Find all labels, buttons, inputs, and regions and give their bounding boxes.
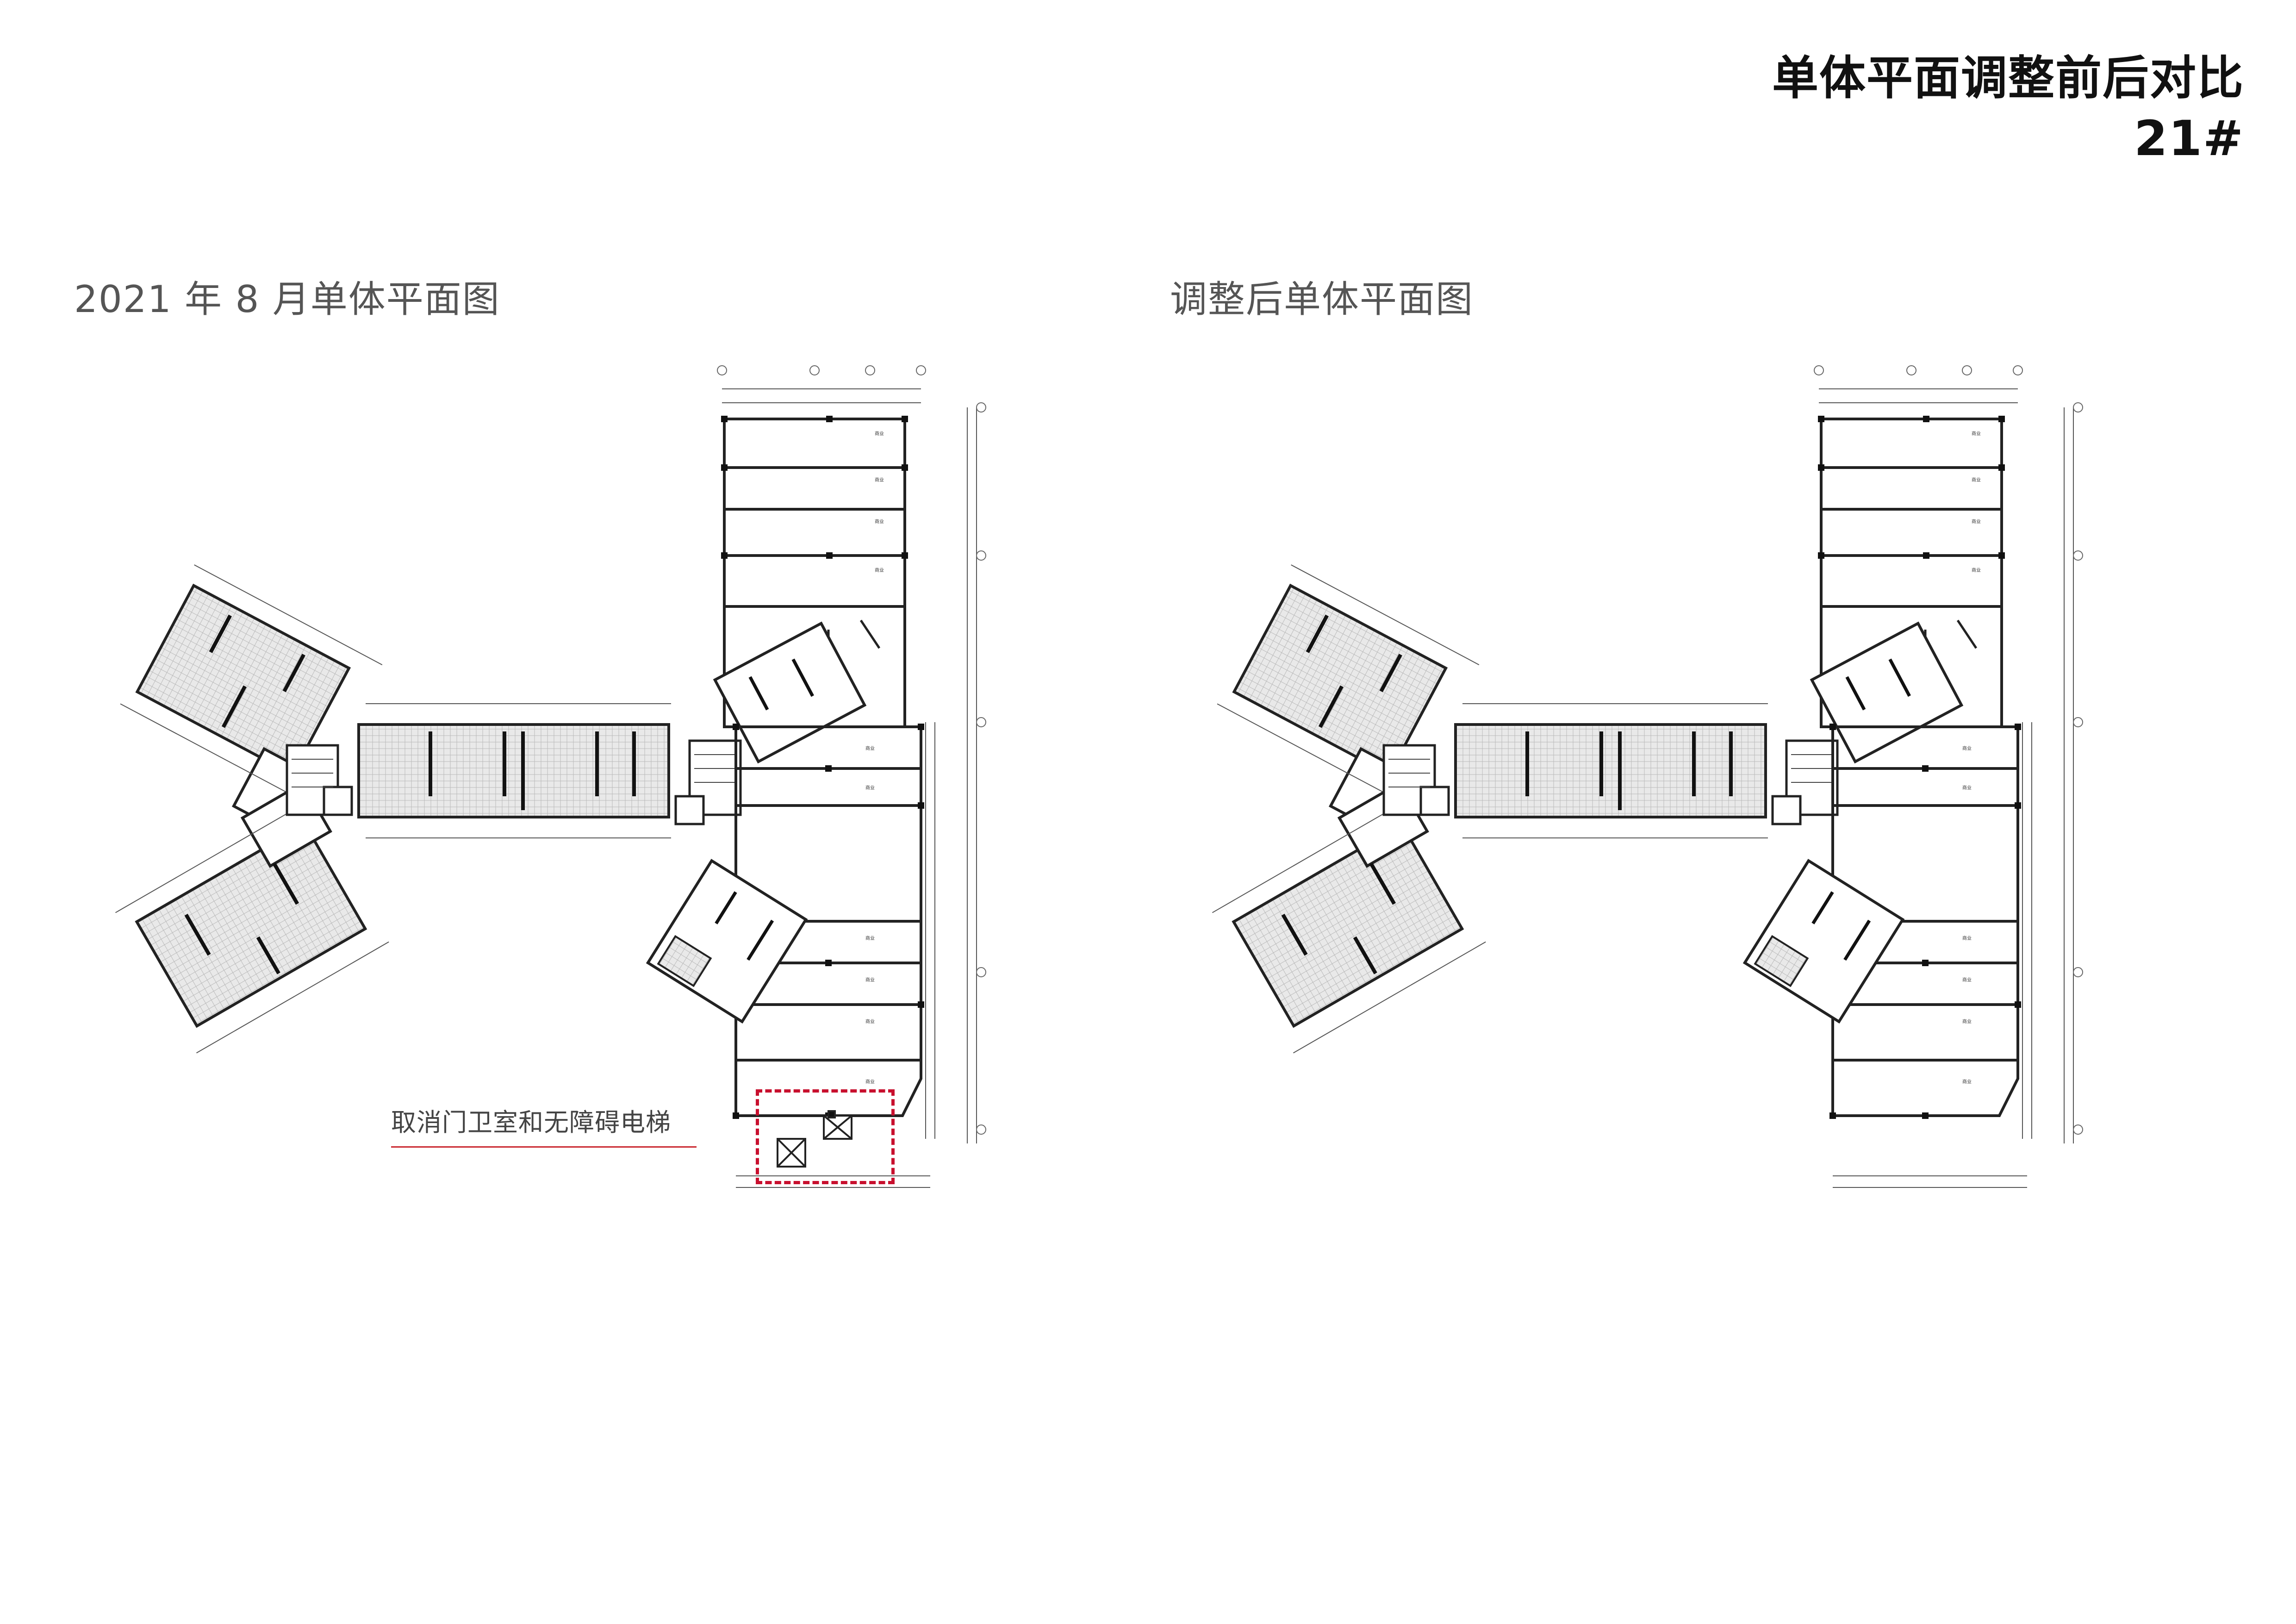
callout-text: 取消门卫室和无障碍电梯 [391, 1108, 671, 1137]
callout-leader-line [391, 1146, 697, 1148]
panel-caption-before: 2021 年 8 月单体平面图 [74, 278, 500, 321]
guard-room-elevator [777, 1110, 852, 1168]
floor-plan-before [0, 0, 1064, 1250]
title-text: 单体平面调整前后对比 [1772, 51, 2244, 105]
page-title: 单体平面调整前后对比 21# [1772, 48, 2244, 169]
building-number: 21# [2134, 110, 2244, 167]
floor-plan-after [1097, 0, 2161, 1250]
panel-caption-after: 调整后单体平面图 [1170, 278, 1474, 321]
removed-area-highlight [756, 1089, 895, 1184]
